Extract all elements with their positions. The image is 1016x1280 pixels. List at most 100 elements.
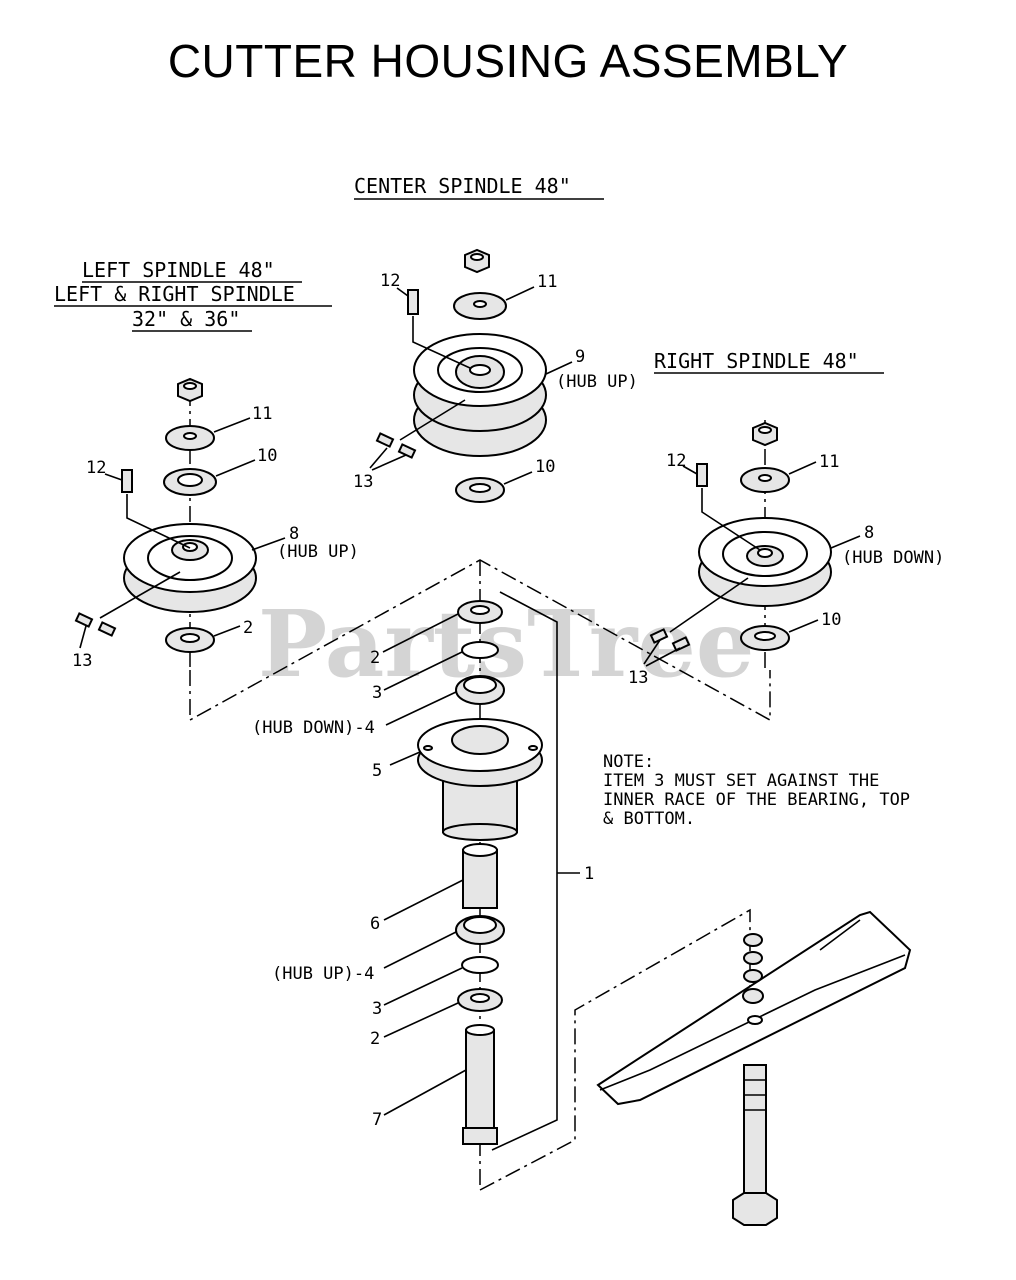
blade-washer-1 <box>743 933 763 947</box>
callout-left-8: 8 <box>289 524 299 544</box>
callout-left-12: 12 <box>86 458 106 478</box>
right-set-screw-13a <box>649 628 669 644</box>
spindle-housing-5-base <box>442 823 518 841</box>
callout-center-12: 12 <box>380 271 400 291</box>
spindle-housing-5-hole-right <box>528 745 538 751</box>
leader-shaft-2a <box>382 613 459 653</box>
center-spacer-10-hole <box>469 483 491 493</box>
callout-right-13: 13 <box>628 668 648 688</box>
leader-left-11 <box>213 417 251 433</box>
leader-left-12-key <box>126 494 191 549</box>
leader-right-8 <box>830 535 861 549</box>
leader-center-12 <box>396 287 409 297</box>
callout-shaft-3b: 3 <box>372 999 382 1019</box>
note-line-1: NOTE: <box>603 752 654 772</box>
callout-left-10: 10 <box>257 446 277 466</box>
spindle-shaft-7 <box>465 1029 495 1141</box>
leader-shaft-6 <box>383 879 464 921</box>
center-spindle-group: 12 11 9 (HUB UP) 13 10 <box>353 248 638 503</box>
callout-right-12: 12 <box>666 451 686 471</box>
shaft-washer-3-top <box>461 641 499 659</box>
center-shaft-stack: 2 3 (HUB DOWN)-4 5 6 (HUB UP)-4 3 2 7 <box>252 600 543 1145</box>
leader-right-12 <box>682 465 698 475</box>
callout-left-8-note: (HUB UP) <box>277 542 359 562</box>
center-key-12 <box>407 289 419 315</box>
leader-center-12-key <box>412 316 471 369</box>
blade-washer-3 <box>743 969 763 983</box>
blade-bolt-shank <box>743 1064 767 1196</box>
callout-right-11: 11 <box>819 452 839 472</box>
leader-center-11 <box>505 286 535 301</box>
leader-shaft-7 <box>383 1069 467 1116</box>
leader-center-10 <box>503 471 533 485</box>
callout-center-10: 10 <box>535 457 555 477</box>
note-line-3: INNER RACE OF THE BEARING, TOP <box>603 790 910 810</box>
leader-center-9 <box>545 361 573 375</box>
note-line-2: ITEM 3 MUST SET AGAINST THE <box>603 771 879 791</box>
left-spacer-10-hole <box>177 473 203 487</box>
callout-1: 1 <box>584 864 594 884</box>
leader-shaft-5 <box>389 751 421 766</box>
callout-right-10: 10 <box>821 610 841 630</box>
callout-shaft-5: 5 <box>372 761 382 781</box>
leader-shaft-3a <box>383 651 463 691</box>
center-set-screw-13a <box>375 432 395 448</box>
callout-center-9-note: (HUB UP) <box>556 372 638 392</box>
watermark-text: PartsTree <box>258 590 754 698</box>
center-nut-hole <box>470 253 484 261</box>
leader-left-8 <box>251 537 286 551</box>
left-pulley-8-bore <box>182 542 198 552</box>
shaft-spacer-2-bottom-hole <box>470 993 490 1003</box>
callout-right-8: 8 <box>864 523 874 543</box>
left-spindle-header-3: 32" & 36" <box>132 307 240 331</box>
callout-center-9: 9 <box>575 347 585 367</box>
item-1-bracket <box>491 591 558 1151</box>
shaft-washer-3-bottom <box>461 956 499 974</box>
callout-left-11: 11 <box>252 404 272 424</box>
left-spacer-2-hole <box>180 633 200 643</box>
leader-left-13-screw <box>99 571 181 619</box>
leader-shaft-2b <box>383 1002 459 1038</box>
leader-center-13a <box>369 447 388 469</box>
leader-right-13b <box>645 647 681 667</box>
leader-shaft-3b <box>383 967 463 1006</box>
left-set-screw-13b <box>97 621 117 637</box>
blade-bolt-head <box>732 1192 778 1226</box>
blade-edge-line <box>599 954 906 1091</box>
right-spindle-group: 12 11 8 (HUB DOWN) 10 13 <box>628 421 944 688</box>
blade-outline <box>479 908 751 1191</box>
left-nut-hole <box>183 382 197 390</box>
leader-left-12 <box>104 473 123 481</box>
right-nut-hole <box>758 426 772 434</box>
left-spindle-header-1: LEFT SPINDLE 48" <box>82 258 275 282</box>
leader-right-13-screw <box>669 577 749 633</box>
callout-shaft-6: 6 <box>370 914 380 934</box>
right-key-12 <box>696 463 708 487</box>
leader-right-10 <box>788 619 819 633</box>
right-spacer-10-hole <box>754 631 776 641</box>
callout-left-2: 2 <box>243 618 253 638</box>
callout-shaft-2a: 2 <box>370 648 380 668</box>
leader-left-13 <box>79 625 87 649</box>
leader-left-2 <box>213 625 241 637</box>
center-washer-11-hole <box>473 300 487 308</box>
spacer-tube-6-top <box>462 843 498 857</box>
leader-right-12-key <box>701 488 761 551</box>
spacer-tube-6 <box>462 849 498 909</box>
callout-left-13: 13 <box>72 651 92 671</box>
left-set-screw-13a <box>74 612 94 628</box>
callout-center-13: 13 <box>353 472 373 492</box>
note-line-4: & BOTTOM. <box>603 809 695 829</box>
leader-center-13b <box>371 454 407 471</box>
shaft-spacer-2-top-hole <box>470 605 490 615</box>
callout-shaft-4b: (HUB UP)-4 <box>272 964 374 984</box>
center-pulley-9-bore <box>469 364 491 376</box>
spindle-housing-5-bore <box>451 725 509 755</box>
callout-shaft-4a: (HUB DOWN)-4 <box>252 718 375 738</box>
spindle-shaft-7-end <box>462 1127 498 1145</box>
right-washer-11-hole <box>758 474 772 482</box>
blade-center-hole <box>747 1015 763 1025</box>
left-key-12 <box>121 469 133 493</box>
page-title: CUTTER HOUSING ASSEMBLY <box>167 35 849 87</box>
